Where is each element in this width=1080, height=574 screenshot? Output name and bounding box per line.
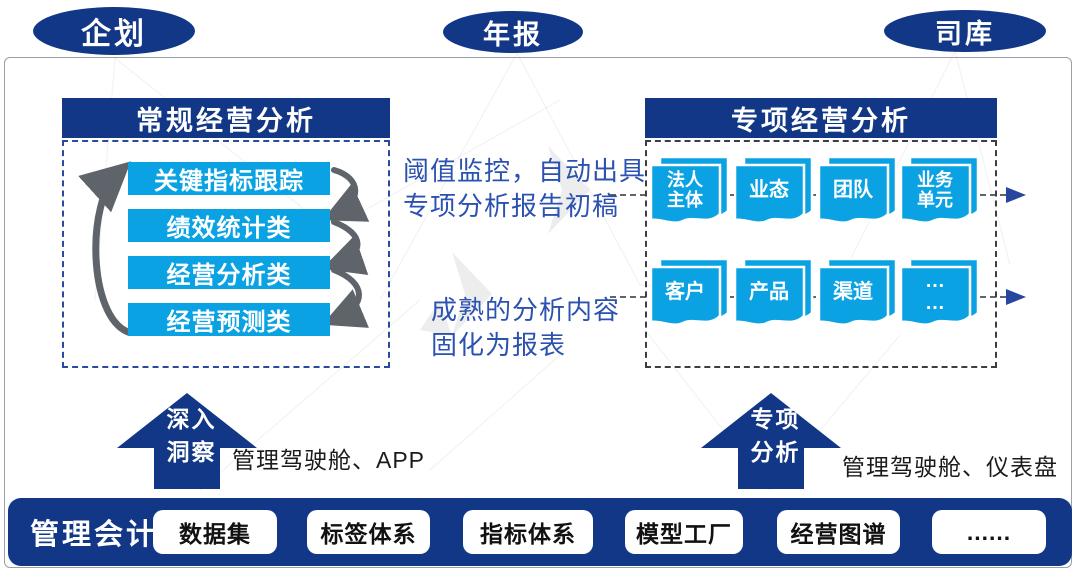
doc-customer: 客户 <box>650 258 736 336</box>
doc-team: 团队 <box>818 156 904 234</box>
tag-planning: 企划 <box>33 7 195 55</box>
arrow-text-line: 分析 <box>750 439 801 465</box>
doc-more: …… <box>900 258 986 336</box>
deep-insight-arrow-text: 深入 洞察 <box>119 403 264 469</box>
doc-business-unit: 业务单元 <box>900 156 986 234</box>
doc-label: 产品 <box>749 280 789 303</box>
doc-label: … <box>925 269 945 292</box>
right-panel-box <box>645 140 997 368</box>
arrow-text-line: 洞察 <box>166 439 217 465</box>
management-accounting-bar: 管理会计 数据集 标签体系 指标体系 模型工厂 经营图谱 ...... <box>8 498 1072 566</box>
left-panel-title: 常规经营分析 <box>62 98 390 138</box>
arrow-text-line: 专项 <box>750 406 801 432</box>
doc-label: 团队 <box>833 178 873 201</box>
left-panel-box <box>62 140 390 368</box>
document-icon <box>734 156 814 224</box>
doc-product: 产品 <box>734 258 820 336</box>
note-fixed-reports: 成熟的分析内容 固化为报表 <box>431 293 620 363</box>
left-item-key-indicator-tracking: 关键指标跟踪 <box>128 162 330 195</box>
note-threshold-monitoring: 阈值监控，自动出具 专项分析报告初稿 <box>403 154 646 224</box>
doc-label: 业务 <box>917 169 953 190</box>
note-line: 成熟的分析内容 <box>431 295 621 325</box>
tag-treasury: 司库 <box>884 10 1046 52</box>
left-item-business-analysis: 经营分析类 <box>128 256 330 289</box>
doc-label: 主体 <box>667 190 703 210</box>
document-icon <box>900 156 980 224</box>
doc-label: 业态 <box>749 178 789 201</box>
deep-insight-arrow-icon <box>117 393 257 489</box>
document-icon <box>818 258 898 326</box>
special-analysis-arrow-text: 专项 分析 <box>703 403 848 469</box>
doc-label: 法人 <box>667 169 703 190</box>
arrow-text-line: 深入 <box>166 406 217 432</box>
document-icon <box>900 258 980 326</box>
module-more: ...... <box>932 510 1046 554</box>
right-panel-title: 专项经营分析 <box>645 98 997 138</box>
doc-label: … <box>925 292 945 314</box>
special-analysis-caption: 管理驾驶舱、仪表盘 <box>842 454 1058 480</box>
doc-channel: 渠道 <box>818 258 904 336</box>
management-accounting-title: 管理会计 <box>30 519 159 551</box>
left-item-business-forecast: 经营预测类 <box>128 303 330 336</box>
tag-annual-report: 年报 <box>443 11 583 53</box>
left-item-performance-statistics: 绩效统计类 <box>128 209 330 242</box>
doc-label: 客户 <box>665 280 705 303</box>
document-icon <box>818 156 898 224</box>
module-dataset: 数据集 <box>153 510 277 554</box>
document-icon <box>734 258 814 326</box>
note-line: 阈值监控，自动出具 <box>403 156 647 186</box>
doc-label: 渠道 <box>833 280 873 303</box>
document-icon <box>650 156 730 224</box>
module-business-graph: 经营图谱 <box>777 510 900 554</box>
doc-label: 单元 <box>917 190 953 210</box>
document-icon <box>650 258 730 326</box>
module-tag-system: 标签体系 <box>307 510 430 554</box>
note-line: 专项分析报告初稿 <box>403 191 620 221</box>
deep-insight-caption: 管理驾驶舱、APP <box>232 447 426 473</box>
note-line: 固化为报表 <box>431 330 567 360</box>
doc-business-format: 业态 <box>734 156 820 234</box>
module-model-factory: 模型工厂 <box>625 510 743 554</box>
special-analysis-arrow-icon <box>701 393 841 489</box>
doc-legal-entity: 法人主体 <box>650 156 736 234</box>
module-indicator-system: 指标体系 <box>463 510 593 554</box>
